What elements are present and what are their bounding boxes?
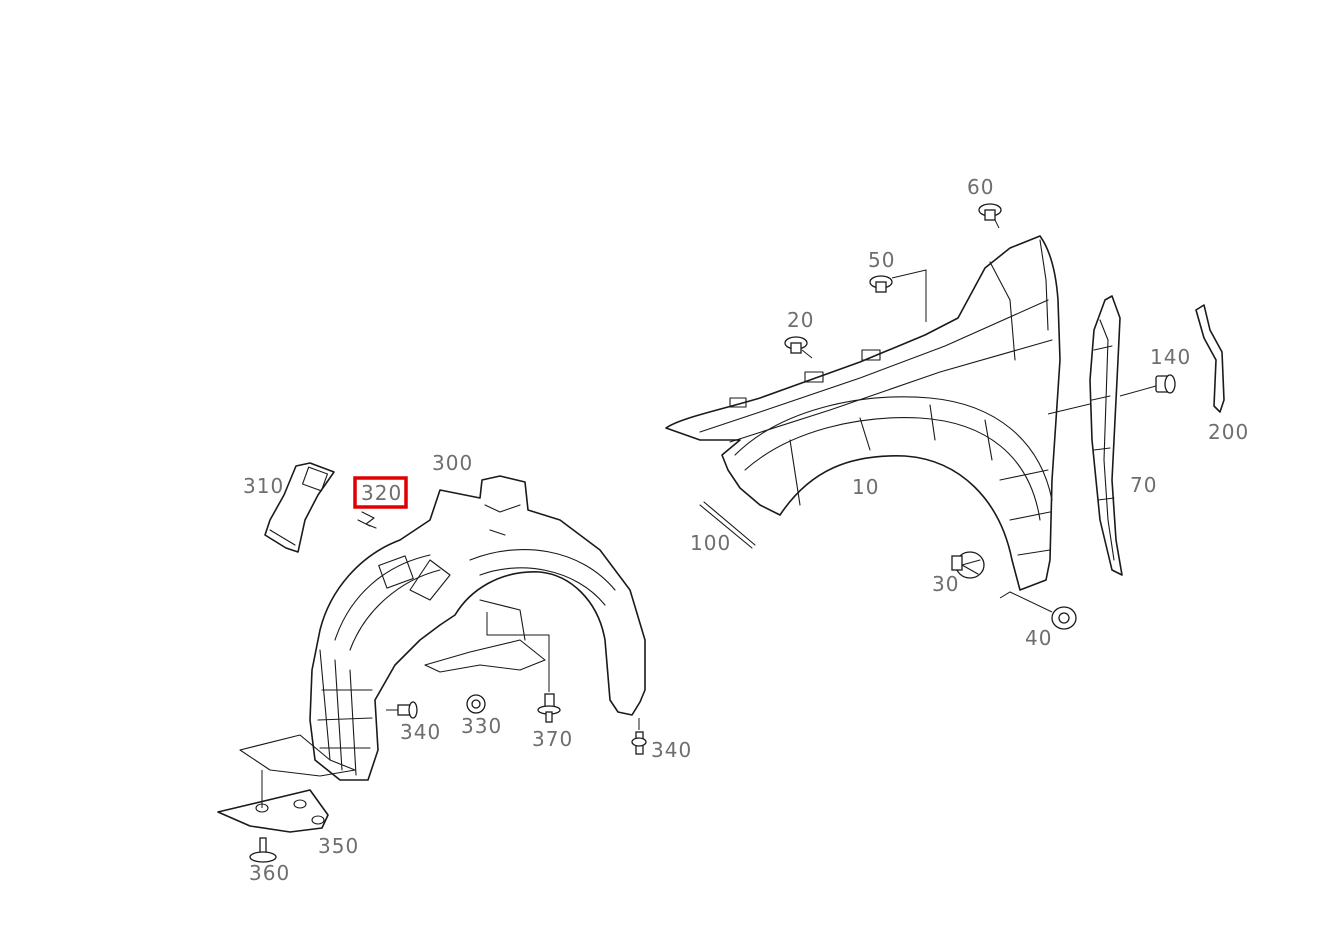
callout-labels: 10 20 30 40 50 60 70 100 140 200 300 310…	[243, 175, 1249, 885]
plate-350[interactable]	[217, 789, 329, 833]
callout-350[interactable]: 350	[318, 834, 359, 858]
callout-40[interactable]: 40	[1025, 626, 1052, 650]
callout-370[interactable]: 370	[532, 727, 573, 751]
panel-310[interactable]	[264, 462, 335, 553]
bracket-70[interactable]	[1089, 295, 1123, 576]
bolt-370[interactable]	[486, 612, 561, 723]
screw-20[interactable]	[784, 336, 813, 359]
nut-40[interactable]	[999, 591, 1077, 630]
callout-50[interactable]: 50	[868, 248, 895, 272]
clip-140[interactable]	[1119, 374, 1176, 397]
clip-320[interactable]	[357, 511, 377, 529]
nut-50[interactable]	[869, 269, 927, 322]
callout-20[interactable]: 20	[787, 308, 814, 332]
callout-360[interactable]: 360	[249, 861, 290, 885]
callout-310[interactable]: 310	[243, 474, 284, 498]
highlight-box-320	[353, 476, 408, 509]
screw-340-right[interactable]	[631, 718, 647, 755]
trim-strip-100[interactable]	[699, 501, 756, 549]
rivet-30[interactable]	[951, 551, 985, 579]
callout-10[interactable]: 10	[852, 475, 879, 499]
callout-60[interactable]: 60	[967, 175, 994, 199]
callout-340-left[interactable]: 340	[400, 720, 441, 744]
callout-320[interactable]: 320	[361, 481, 402, 505]
screw-340-left[interactable]	[386, 701, 418, 719]
callout-100[interactable]: 100	[690, 531, 731, 555]
fender-panel[interactable]	[665, 235, 1061, 591]
callout-330[interactable]: 330	[461, 714, 502, 738]
fender-assembly	[665, 203, 1225, 630]
callout-140[interactable]: 140	[1150, 345, 1191, 369]
seal-strip-200[interactable]	[1195, 304, 1225, 413]
callout-30[interactable]: 30	[932, 572, 959, 596]
bolt-60[interactable]	[978, 203, 1002, 229]
liner-assembly	[217, 462, 647, 863]
callout-340-right[interactable]: 340	[651, 738, 692, 762]
callout-200[interactable]: 200	[1208, 420, 1249, 444]
nut-330[interactable]	[466, 694, 486, 714]
stud-360[interactable]	[249, 837, 277, 863]
callout-300[interactable]: 300	[432, 451, 473, 475]
wheel-arch-liner-300[interactable]	[309, 475, 646, 781]
callout-70[interactable]: 70	[1130, 473, 1157, 497]
